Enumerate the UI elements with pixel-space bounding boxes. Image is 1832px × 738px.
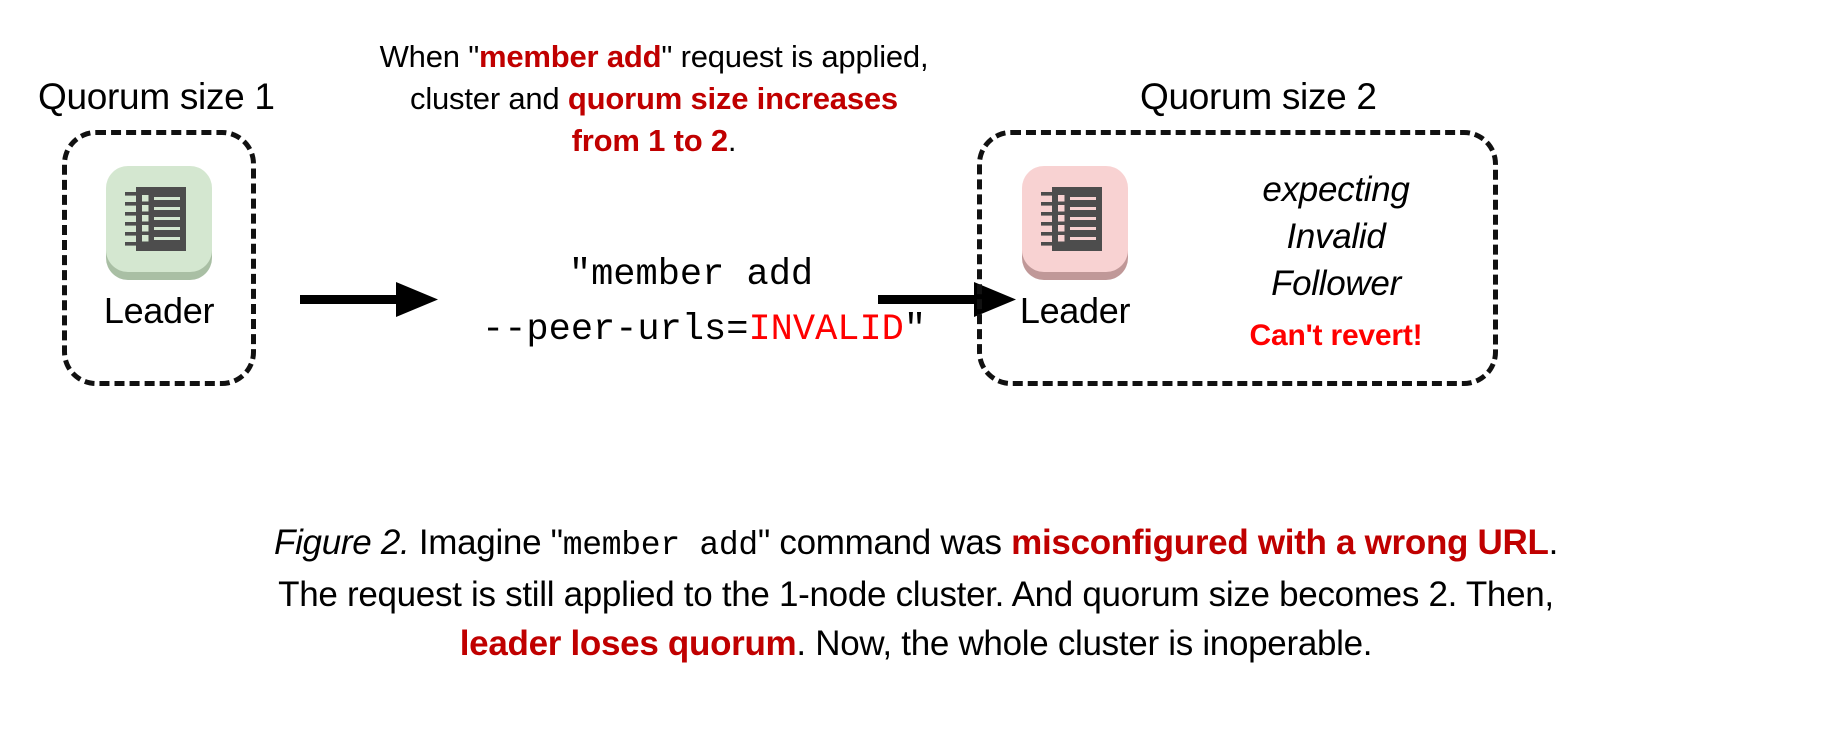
top-annotation-text-pre: When " (379, 39, 480, 74)
left-cluster-node: Leader (84, 160, 234, 332)
caption-command-mono: member add (562, 527, 758, 564)
status-line-invalid: Invalid (1286, 217, 1386, 256)
ledger-node-icon-2 (1016, 160, 1134, 284)
top-annotation-line-2: cluster and quorum size increases (354, 78, 954, 120)
command-closing-quote: " (903, 309, 927, 351)
right-node-label: Leader (1019, 290, 1131, 331)
caption-text-1: Imagine " (409, 523, 563, 562)
left-cluster-box (62, 130, 256, 386)
top-annotation-text-period: . (727, 123, 737, 158)
top-annotation: When "member add" request is applied, cl… (354, 36, 954, 162)
top-annotation-highlight-quorum-increase: quorum size increases (567, 81, 898, 116)
ledger-book-glyph (125, 187, 186, 251)
left-cluster-title: Quorum size 1 (38, 76, 275, 117)
caption-highlight-leader-loses-quorum: leader loses quorum (459, 624, 797, 663)
ledger-node-icon (100, 160, 218, 284)
command-invalid-value: INVALID (748, 309, 904, 351)
command-flag: --peer-urls= (482, 309, 749, 351)
figure-caption: Figure 2. Imagine "member add" command w… (40, 518, 1792, 668)
caption-text-2: " command was (757, 523, 1012, 562)
figure-caption-line-3: leader loses quorum. Now, the whole clus… (40, 619, 1792, 668)
top-annotation-highlight-from-1-to-2: from 1 to 2 (571, 123, 728, 158)
status-line-expecting: expecting (1262, 170, 1410, 209)
ledger-book-glyph-2 (1041, 187, 1102, 251)
caption-text-3: . (1548, 523, 1559, 562)
top-annotation-line-1: When "member add" request is applied, (354, 36, 954, 78)
figure-caption-line-1: Figure 2. Imagine "member add" command w… (40, 518, 1792, 570)
command-line-1: "member add (568, 254, 814, 296)
caption-text-4: The request is still applied to the 1-no… (278, 575, 1554, 614)
status-line-follower: Follower (1271, 264, 1401, 303)
right-arrow-icon-2 (878, 282, 1016, 317)
caption-text-5: . Now, the whole cluster is inoperable. (796, 624, 1373, 663)
right-cluster-status: expecting Invalid Follower Can't revert! (1188, 166, 1484, 353)
right-cluster-box (977, 130, 1498, 386)
left-node-label: Leader (103, 290, 215, 331)
top-annotation-highlight-member-add: member add (479, 39, 662, 74)
status-warning-badge: Can't revert! (1249, 319, 1423, 352)
top-annotation-text-post: " request is applied, (661, 39, 929, 74)
top-annotation-text-pre-2: cluster and (410, 81, 568, 116)
figure-caption-line-2: The request is still applied to the 1-no… (40, 570, 1792, 619)
caption-highlight-misconfigured: misconfigured with a wrong URL (1011, 523, 1549, 562)
command-text: "member add --peer-urls=INVALID" (482, 248, 926, 358)
top-annotation-line-3: from 1 to 2. (354, 120, 954, 162)
figure-label: Figure 2. (273, 523, 410, 562)
right-cluster-node: Leader (1000, 160, 1150, 332)
right-arrow-icon (300, 282, 438, 317)
right-cluster-title: Quorum size 2 (1140, 76, 1377, 117)
command-line-2: --peer-urls=INVALID" (482, 303, 926, 358)
